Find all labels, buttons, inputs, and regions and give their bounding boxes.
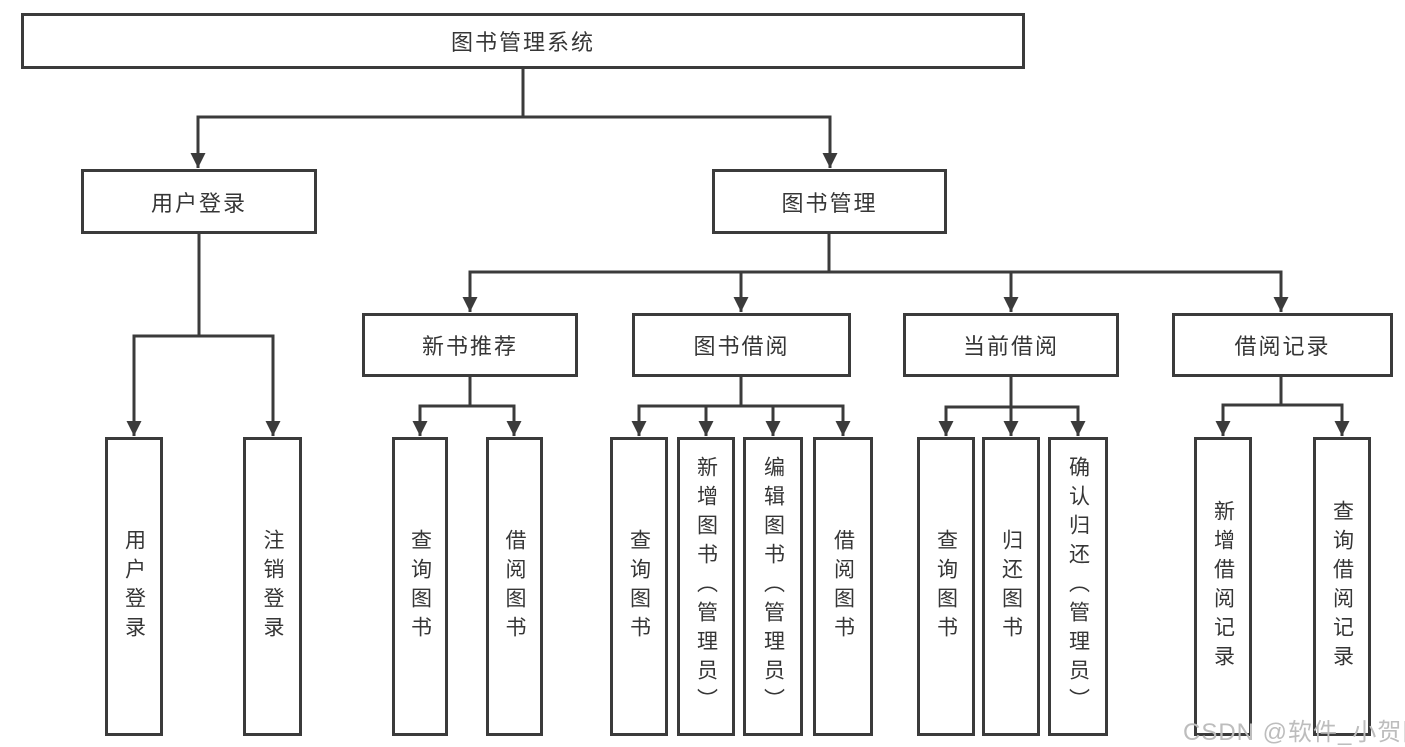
leaf-label: 新增借阅记录 [1211,499,1235,674]
leaf-label: 借阅图书 [831,528,855,645]
node-current-borrowing: 当前借阅 [903,313,1119,377]
leaf-label: 归还图书 [999,528,1023,645]
node-user-login: 用户登录 [81,169,317,234]
leaf-label: 确认归还（管理员） [1066,456,1090,717]
leaf-label: 查询借阅记录 [1330,499,1354,674]
leaf-records-add-borrow-record: 新增借阅记录 [1194,437,1252,736]
node-library-management-system: 图书管理系统 [21,13,1025,69]
leaf-user-login: 用户登录 [105,437,163,736]
node-book-borrowing: 图书借阅 [632,313,851,377]
node-new-book-recommendation: 新书推荐 [362,313,578,377]
leaf-newrec-borrow-books: 借阅图书 [486,437,543,736]
leaf-current-query-books: 查询图书 [917,437,975,736]
leaf-label: 用户登录 [122,528,146,645]
leaf-records-query-borrow-record: 查询借阅记录 [1313,437,1371,736]
leaf-label: 查询图书 [408,528,432,645]
watermark: CSDN @软件_小贺同学 [1183,719,1405,746]
leaf-label: 编辑图书（管理员） [761,456,785,717]
node-book-management: 图书管理 [712,169,947,234]
leaf-borrowing-query-books: 查询图书 [610,437,668,736]
leaf-label: 注销登录 [261,528,284,645]
leaf-current-return-books: 归还图书 [982,437,1040,736]
node-borrowing-records: 借阅记录 [1172,313,1393,377]
leaf-logout: 注销登录 [243,437,302,736]
leaf-label: 新增图书（管理员） [694,456,718,717]
leaf-borrowing-borrow-books: 借阅图书 [813,437,873,736]
leaf-label: 借阅图书 [503,528,526,645]
leaf-label: 查询图书 [934,528,958,645]
leaf-borrowing-add-books-admin: 新增图书（管理员） [677,437,735,736]
leaf-borrowing-edit-books-admin: 编辑图书（管理员） [743,437,803,736]
leaf-current-confirm-return-admin: 确认归还（管理员） [1048,437,1108,736]
leaf-newrec-query-books: 查询图书 [392,437,448,736]
leaf-label: 查询图书 [627,528,651,645]
